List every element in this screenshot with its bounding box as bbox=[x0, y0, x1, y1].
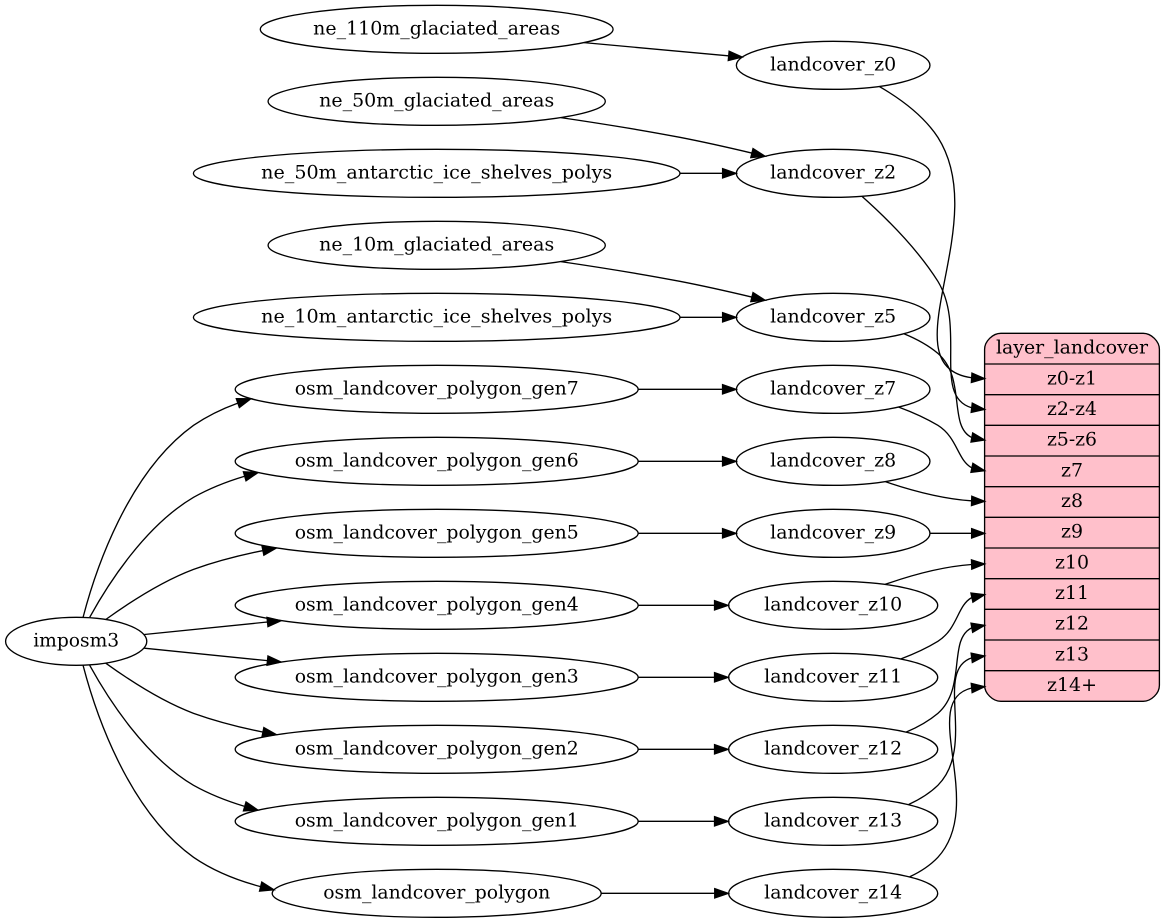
svg-text:z5-z6: z5-z6 bbox=[1047, 430, 1097, 451]
svg-text:imposm3: imposm3 bbox=[33, 630, 119, 651]
svg-text:osm_landcover_polygon_gen1: osm_landcover_polygon_gen1 bbox=[295, 810, 579, 831]
svg-text:landcover_z10: landcover_z10 bbox=[764, 594, 902, 615]
svg-text:landcover_z2: landcover_z2 bbox=[770, 162, 896, 183]
svg-text:z9: z9 bbox=[1061, 522, 1083, 543]
svg-text:osm_landcover_polygon_gen5: osm_landcover_polygon_gen5 bbox=[295, 522, 579, 543]
svg-text:osm_landcover_polygon_gen6: osm_landcover_polygon_gen6 bbox=[295, 450, 579, 471]
svg-text:osm_landcover_polygon_gen4: osm_landcover_polygon_gen4 bbox=[295, 594, 579, 615]
svg-text:z8: z8 bbox=[1061, 491, 1083, 512]
svg-text:ne_50m_glaciated_areas: ne_50m_glaciated_areas bbox=[319, 90, 554, 111]
svg-text:osm_landcover_polygon: osm_landcover_polygon bbox=[323, 882, 550, 903]
svg-text:z10: z10 bbox=[1055, 552, 1089, 573]
svg-text:landcover_z9: landcover_z9 bbox=[770, 522, 896, 543]
svg-text:osm_landcover_polygon_gen3: osm_landcover_polygon_gen3 bbox=[295, 666, 579, 687]
svg-text:landcover_z0: landcover_z0 bbox=[770, 54, 896, 75]
svg-text:z11: z11 bbox=[1055, 583, 1089, 604]
svg-text:landcover_z12: landcover_z12 bbox=[764, 738, 902, 759]
svg-text:ne_50m_antarctic_ice_shelves_p: ne_50m_antarctic_ice_shelves_polys bbox=[261, 162, 612, 183]
svg-text:z0-z1: z0-z1 bbox=[1047, 368, 1097, 389]
svg-text:ne_110m_glaciated_areas: ne_110m_glaciated_areas bbox=[313, 18, 560, 39]
svg-text:landcover_z7: landcover_z7 bbox=[770, 378, 896, 399]
svg-text:z2-z4: z2-z4 bbox=[1047, 399, 1097, 420]
svg-text:ne_10m_antarctic_ice_shelves_p: ne_10m_antarctic_ice_shelves_polys bbox=[261, 306, 612, 327]
svg-text:z13: z13 bbox=[1055, 644, 1089, 665]
svg-text:landcover_z13: landcover_z13 bbox=[764, 810, 902, 831]
svg-text:layer_landcover: layer_landcover bbox=[996, 338, 1148, 359]
svg-text:z12: z12 bbox=[1055, 614, 1089, 635]
svg-text:z7: z7 bbox=[1061, 460, 1083, 481]
svg-text:landcover_z14: landcover_z14 bbox=[764, 882, 902, 903]
svg-text:ne_10m_glaciated_areas: ne_10m_glaciated_areas bbox=[319, 234, 554, 255]
svg-text:z14+: z14+ bbox=[1047, 675, 1097, 696]
svg-text:osm_landcover_polygon_gen2: osm_landcover_polygon_gen2 bbox=[295, 738, 579, 759]
svg-text:osm_landcover_polygon_gen7: osm_landcover_polygon_gen7 bbox=[295, 378, 579, 399]
svg-text:landcover_z11: landcover_z11 bbox=[764, 666, 902, 687]
svg-text:landcover_z5: landcover_z5 bbox=[770, 306, 896, 327]
svg-text:landcover_z8: landcover_z8 bbox=[770, 450, 896, 471]
